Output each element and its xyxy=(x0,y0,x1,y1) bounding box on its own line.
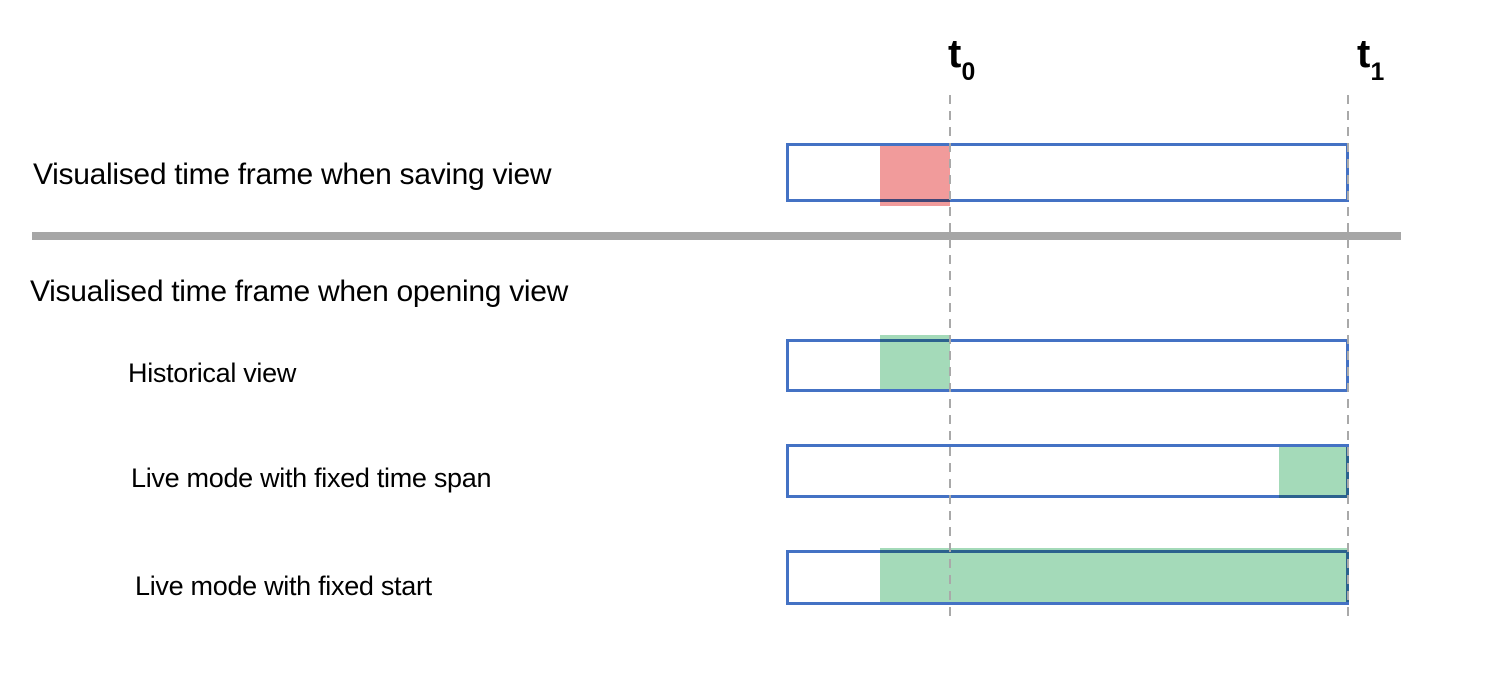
t1-guide-line xyxy=(1347,95,1349,623)
timeframe-bar-saving xyxy=(786,143,1349,206)
t0-marker-label: t0 xyxy=(948,32,975,85)
t0-base: t xyxy=(948,32,962,76)
timeframe-bar-live-fixed-start xyxy=(786,548,1349,605)
t0-subscript: 0 xyxy=(961,59,976,87)
live-fixed-span-label: Live mode with fixed time span xyxy=(131,463,492,493)
t0-guide-line xyxy=(949,95,951,623)
t1-base: t xyxy=(1357,32,1371,76)
t1-subscript: 1 xyxy=(1370,59,1385,87)
live-fixed-start-label: Live mode with fixed start xyxy=(135,571,432,601)
saved-timeframe-segment xyxy=(880,146,950,206)
historical-timeframe-segment xyxy=(880,335,950,389)
live-fixed-span-segment xyxy=(1279,447,1349,498)
timeframe-bar-historical xyxy=(786,335,1349,392)
section-divider xyxy=(32,232,1401,240)
timeframe-bar-live-fixed-span xyxy=(786,444,1349,498)
opening-section-title: Visualised time frame when opening view xyxy=(30,275,569,308)
live-fixed-start-segment xyxy=(880,548,1349,602)
t1-marker-label: t1 xyxy=(1357,32,1384,85)
saving-section-title: Visualised time frame when saving view xyxy=(33,158,552,191)
historical-view-label: Historical view xyxy=(128,358,297,388)
